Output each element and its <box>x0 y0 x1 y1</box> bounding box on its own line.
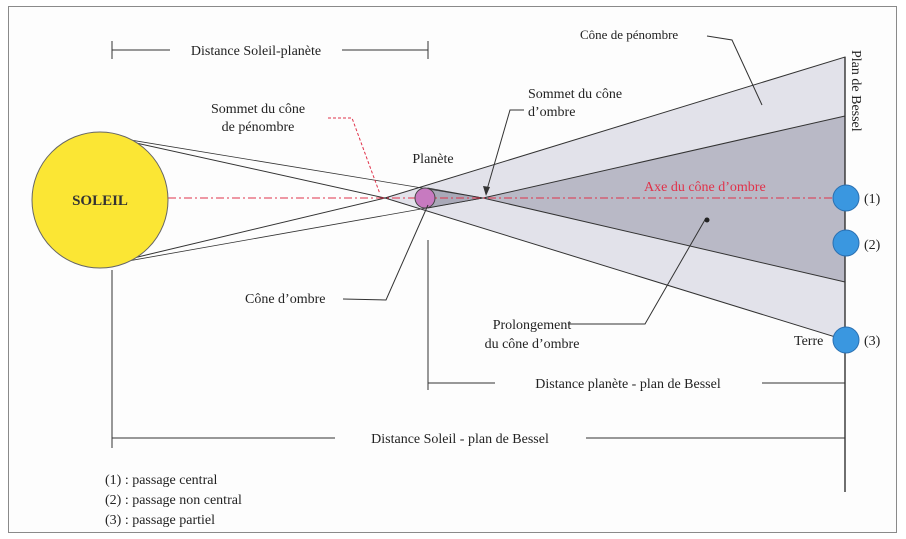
legend-item: (1) : passage central <box>105 473 218 488</box>
legend-item: (3) : passage partiel <box>105 513 216 528</box>
prolongation-label-line2: du cône d’ombre <box>485 337 580 352</box>
planet-circle <box>414 187 436 209</box>
tangent-line-top-inner <box>99 134 484 199</box>
legend: (1) : passage central (2) : passage non … <box>105 471 242 531</box>
umbra-cone-leader <box>342 204 429 301</box>
tangent-line-bottom-outer <box>99 197 386 267</box>
earth-label: Terre <box>794 334 823 349</box>
penumbra-apex-label-line2: de pénombre <box>222 120 295 135</box>
umbra-apex-label-line2: d’ombre <box>528 105 575 120</box>
earth-position-2 <box>832 229 860 257</box>
tangent-line-bottom-inner <box>99 197 484 267</box>
sun-circle <box>31 131 169 269</box>
earth-position-3 <box>832 326 860 354</box>
marker-1-label: (1) <box>864 192 881 207</box>
distance-sun-bessel-label: Distance Soleil - plan de Bessel <box>371 432 549 447</box>
penumbra-apex-label-line1: Sommet du cône <box>211 102 305 117</box>
prolongation-label-line1: Prolongement <box>493 318 572 333</box>
penumbra-apex-leader <box>328 117 381 195</box>
marker-2-label: (2) <box>864 238 881 253</box>
penumbra-cone-label: Cône de pénombre <box>580 27 678 42</box>
tangent-line-top-outer <box>99 134 386 199</box>
legend-item: (2) : passage non central <box>105 493 242 508</box>
penumbra-cone-leader <box>706 35 763 106</box>
umbra-apex-arrowhead <box>483 186 490 196</box>
umbra-cone-label: Cône d’ombre <box>245 292 325 307</box>
marker-3-label: (3) <box>864 334 881 349</box>
earth-position-1 <box>832 184 860 212</box>
distance-sun-planet-label: Distance Soleil-planète <box>191 44 321 59</box>
prolongation-leader <box>568 217 707 325</box>
distance-planet-bessel-label: Distance planète - plan de Bessel <box>535 377 721 392</box>
bessel-plane-label: Plan de Bessel <box>848 50 863 132</box>
planet-label: Planète <box>412 152 453 167</box>
sun-label: SOLEIL <box>72 193 128 209</box>
prolongation-dot <box>704 217 710 223</box>
shadow-axis-label: Axe du cône d’ombre <box>644 180 766 195</box>
umbra-apex-label-line1: Sommet du cône <box>528 87 622 102</box>
umbra-apex-leader <box>485 109 524 194</box>
